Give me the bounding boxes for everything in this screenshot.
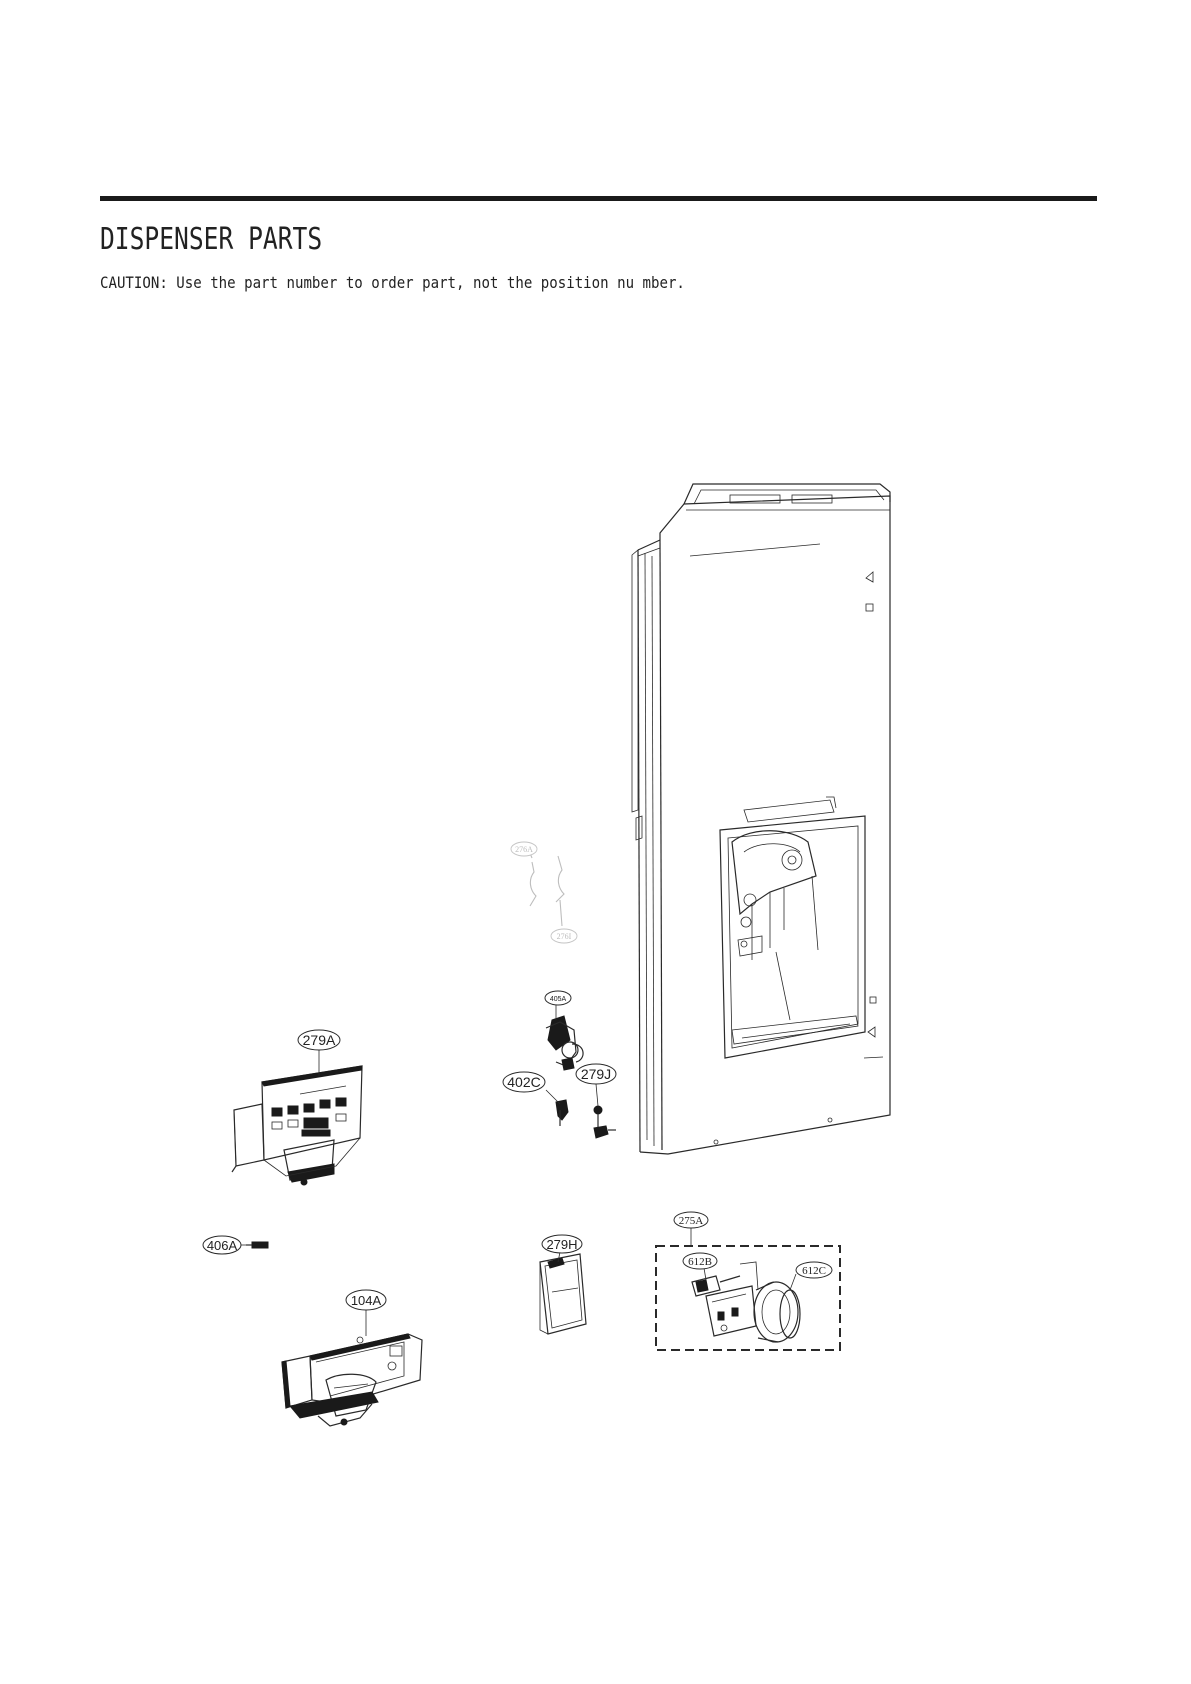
callout-406A-label: 406A — [207, 1238, 238, 1253]
callout-402C-label: 402C — [507, 1074, 540, 1090]
callout-104A-label: 104A — [351, 1293, 382, 1308]
motor-assembly-group — [655, 1245, 841, 1351]
small-cover-part — [539, 1253, 587, 1335]
refrigerator-door — [631, 483, 891, 1155]
dispenser-cover-part — [231, 1065, 363, 1186]
drain-tube-part — [529, 855, 565, 907]
callout-612B-label: 612B — [688, 1256, 712, 1268]
callout-405A-label: 405A — [550, 996, 567, 1003]
dispenser-housing-part — [281, 1333, 423, 1427]
leader-lines — [240, 852, 797, 1336]
callout-275A-label: 275A — [679, 1215, 704, 1227]
callout-279J: 279J — [575, 1063, 617, 1085]
dispenser-valve-part — [545, 1015, 584, 1071]
callout-276A: 276A — [510, 841, 538, 857]
callout-279A: 279A — [297, 1029, 341, 1051]
caution-note: CAUTION: Use the part number to order pa… — [100, 273, 685, 292]
callout-275A: 275A — [673, 1211, 709, 1229]
callout-279A-label: 279A — [303, 1032, 336, 1048]
callout-612C: 612C — [795, 1261, 833, 1279]
callout-406A: 406A — [202, 1235, 242, 1255]
callout-104A: 104A — [345, 1289, 387, 1311]
callout-279H-label: 279H — [546, 1237, 577, 1252]
callout-612C-label: 612C — [802, 1265, 826, 1277]
callout-279H: 279H — [541, 1234, 583, 1254]
callout-402C: 402C — [502, 1071, 546, 1093]
lever-pin-part — [593, 1105, 616, 1139]
callout-276I-label: 276I — [557, 932, 572, 941]
header-rule — [100, 196, 1097, 201]
callout-279J-label: 279J — [581, 1066, 611, 1082]
bracket-part — [555, 1099, 569, 1126]
callout-276I: 276I — [550, 928, 578, 944]
callout-405A: 405A — [544, 990, 572, 1006]
callout-276A-label: 276A — [515, 845, 533, 854]
page-title: DISPENSER PARTS — [100, 222, 323, 257]
callout-612B: 612B — [682, 1252, 718, 1270]
